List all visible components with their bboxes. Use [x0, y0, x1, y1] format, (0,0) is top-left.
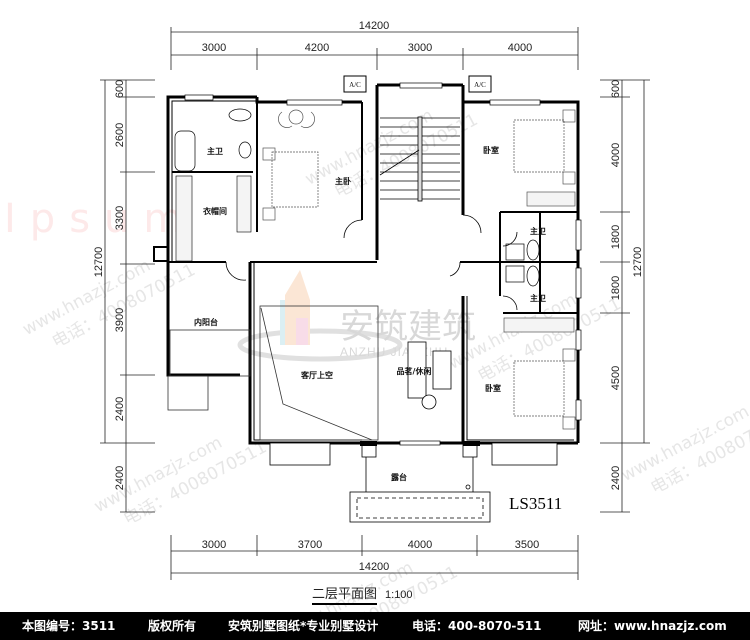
- column-left: [360, 441, 377, 446]
- dim-left-extra: 2400: [114, 466, 126, 490]
- drawing-scale: 1:100: [385, 589, 413, 601]
- dim-top-1: 3000: [202, 42, 226, 54]
- dim-left-total: 12700: [93, 247, 105, 278]
- ac-right-label: A/C: [474, 81, 486, 89]
- left-dimension-labels: 600 2600 3300 3900 2400 2400 12700: [93, 80, 126, 490]
- staircase: [379, 116, 460, 202]
- label-bedroom-south: 卧室: [485, 383, 501, 393]
- brand-logo: 安筑建筑 ANZHU JIANZHU: [237, 270, 476, 362]
- dim-right-3: 1800: [610, 225, 622, 249]
- doors: [225, 214, 518, 311]
- dim-right-1: 600: [610, 80, 622, 98]
- dim-bottom-2: 3700: [298, 539, 322, 551]
- dim-right-extra: 2400: [610, 466, 622, 490]
- label-bath-1: 主卫: [530, 226, 546, 236]
- dim-top-2: 4200: [305, 42, 329, 54]
- south-bedroom-bed: [503, 317, 576, 430]
- dim-right-4: 1800: [610, 276, 622, 300]
- living-void: [259, 305, 379, 441]
- windows: [184, 82, 582, 446]
- footer-phone: 电话：400-8070-511: [412, 619, 542, 633]
- dim-left-1: 600: [114, 80, 126, 98]
- dim-left-5: 2400: [114, 397, 126, 421]
- footer-website[interactable]: 网址：www.hnazjz.com: [578, 619, 727, 633]
- bath-fixtures: [505, 239, 540, 287]
- ac-left-label: A/C: [349, 81, 361, 89]
- footer-bar: 本图编号：3511 版权所有 安筑别墅图纸*专业别墅设计 电话：400-8070…: [0, 612, 750, 640]
- bottom-dimensions: [170, 535, 579, 580]
- dim-left-4: 3900: [114, 308, 126, 332]
- master-bed: [262, 109, 319, 221]
- label-inner-balcony: 内阳台: [194, 317, 218, 327]
- master-bath-fixtures: [174, 108, 252, 172]
- label-bath-2: 主卫: [530, 293, 546, 303]
- label-walk-in-closet: 衣帽间: [203, 206, 227, 216]
- right-dimensions: [600, 79, 650, 513]
- label-bedroom-north: 卧室: [483, 145, 499, 155]
- terrace: [269, 442, 558, 523]
- dim-bottom-3: 4000: [408, 539, 432, 551]
- right-dimension-labels: 600 4000 1800 1800 4500 2400 12700: [610, 80, 644, 490]
- label-master-bedroom: 主卧: [335, 176, 351, 186]
- top-dimensions: [170, 27, 579, 70]
- dim-left-2: 2600: [114, 123, 126, 147]
- column-right: [463, 441, 480, 446]
- brand-logo-en: ANZHU JIANZHU: [340, 345, 448, 359]
- dim-left-3: 3300: [114, 206, 126, 230]
- dim-bottom-total: 14200: [359, 561, 390, 573]
- ac-unit-right: [468, 75, 492, 93]
- footer-drawing-no: 本图编号：3511: [22, 619, 116, 633]
- brand-logo-cn: 安筑建筑: [340, 307, 476, 347]
- north-bedroom-bed: [513, 109, 576, 207]
- dim-bottom-4: 3500: [515, 539, 539, 551]
- left-dimensions: [100, 79, 155, 513]
- label-master-bath: 主卫: [207, 146, 223, 156]
- dim-right-5: 4500: [610, 366, 622, 390]
- footer-company: 安筑别墅图纸*专业别墅设计: [228, 619, 379, 633]
- drawing-title: 二层平面图 1:100: [312, 583, 413, 605]
- dim-top-4: 4000: [508, 42, 532, 54]
- ac-unit-left: [343, 75, 367, 93]
- ipsum-watermark: Ipsum: [4, 196, 196, 242]
- tea-lounge-furniture: [407, 341, 452, 410]
- dim-top-total: 14200: [359, 20, 390, 32]
- drawing-title-text: 二层平面图: [312, 587, 378, 605]
- inner-balcony: [153, 246, 251, 411]
- dim-right-total: 12700: [632, 247, 644, 278]
- label-living-void: 客厅上空: [300, 370, 333, 380]
- dim-top-3: 3000: [408, 42, 432, 54]
- closet-racks: [175, 175, 252, 262]
- dim-right-2: 4000: [610, 143, 622, 167]
- footer-copyright: 版权所有: [148, 619, 197, 633]
- dim-bottom-1: 3000: [202, 539, 226, 551]
- interior-walls: [168, 102, 578, 314]
- label-tea-lounge: 品茗/休闲: [397, 366, 432, 376]
- label-terrace: 露台: [391, 472, 407, 482]
- plan-code: LS3511: [509, 494, 563, 513]
